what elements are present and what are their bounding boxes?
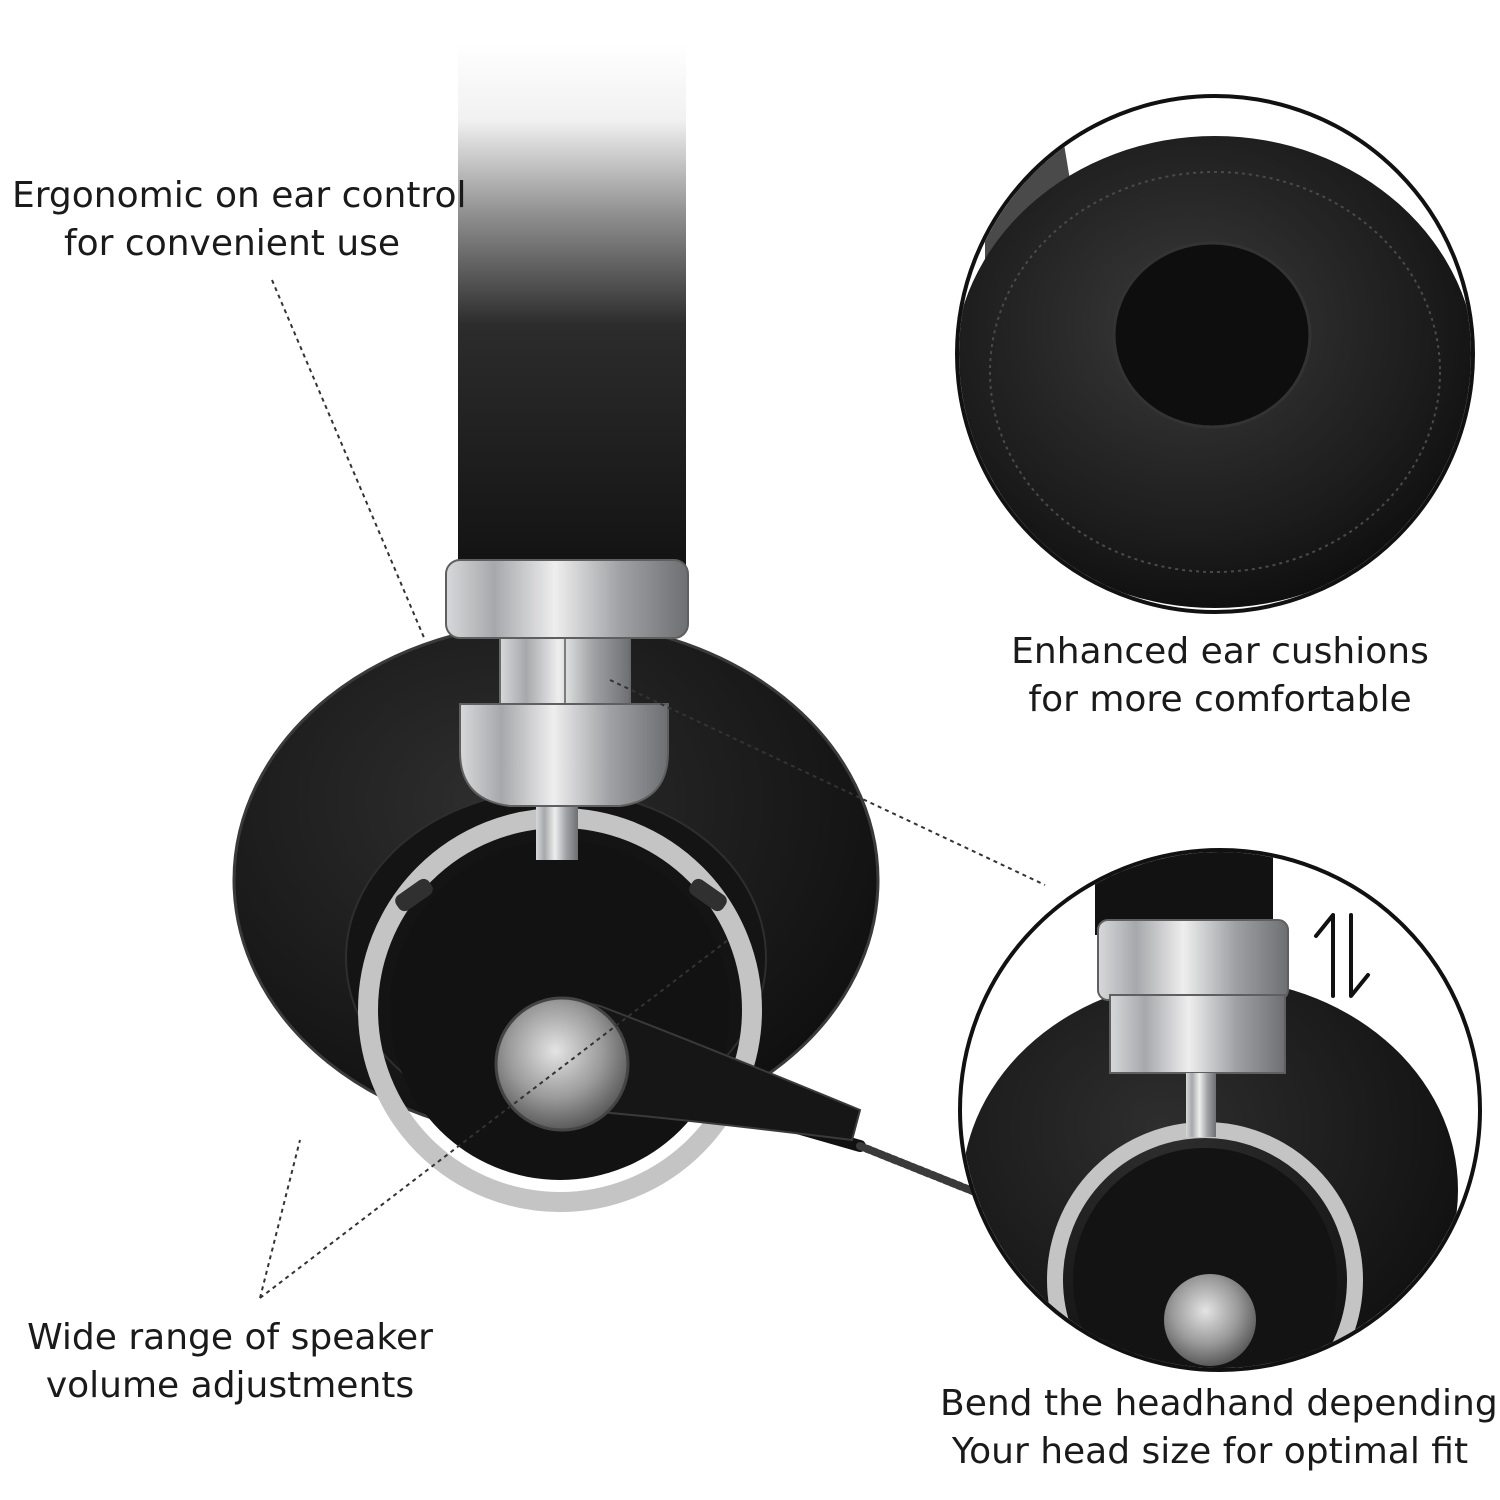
caption-line: volume adjustments: [45, 1365, 415, 1406]
caption-line: Ergonomic on ear control: [12, 175, 467, 216]
headset: [232, 44, 989, 1212]
caption-bend-headband: Bend the headhand depending Your head si…: [940, 1380, 1498, 1476]
caption-line: Bend the headhand depending: [940, 1383, 1498, 1424]
caption-volume-adjustments: Wide range of speaker volume adjustments: [10, 1314, 450, 1410]
headband: [458, 44, 686, 584]
caption-line: for convenient use: [63, 223, 401, 264]
ear-cushion-opening: [1112, 241, 1312, 429]
callout-ear-cushion: [955, 94, 1475, 614]
caption-ergonomic-control: Ergonomic on ear control for convenient …: [12, 172, 467, 268]
mic-pivot-cap: [494, 996, 630, 1132]
metal-yoke: [459, 703, 669, 807]
caption-line: for more comfortable: [1028, 679, 1412, 720]
volume-button: [395, 878, 433, 912]
adjust-arrows-icon: [1314, 913, 1370, 998]
caption-ear-cushions: Enhanced ear cushions for more comfortab…: [990, 628, 1450, 724]
callout-bend-headband: [958, 848, 1482, 1372]
leader-lines: [259, 279, 1046, 1299]
volume-button: [689, 878, 727, 912]
headband-clamp: [445, 559, 689, 639]
slider-pin: [536, 806, 578, 860]
caption-line: Your head size for optimal fit: [951, 1431, 1469, 1472]
caption-line: Enhanced ear cushions: [1011, 631, 1429, 672]
caption-line: Wide range of speaker: [27, 1317, 433, 1358]
